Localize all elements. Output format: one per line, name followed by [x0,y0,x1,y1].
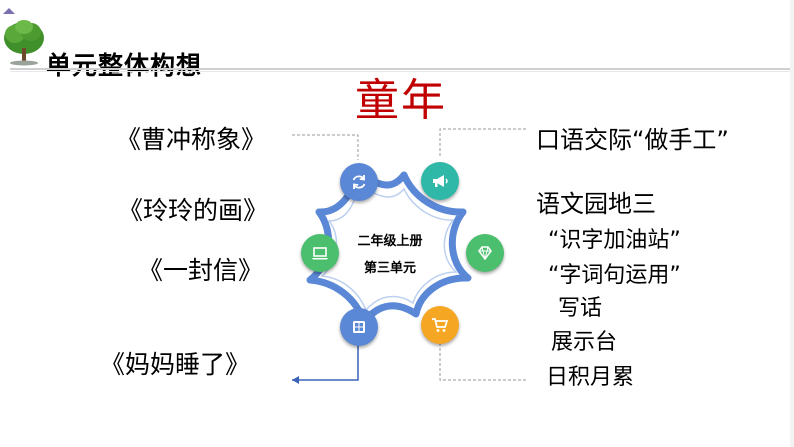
header-divider [10,68,790,70]
book-circle [340,308,378,346]
lesson-ling-ling: 《玲玲的画》 [118,196,269,225]
laptop-circle [301,234,339,272]
lesson-cao-chong: 《曹冲称象》 [116,125,267,154]
lesson-mother-slept: 《妈妈睡了》 [100,350,251,379]
book-icon [353,321,365,333]
refresh-icon [352,175,366,189]
center-label-grade: 二年级上册 [357,234,423,249]
cart-icon [432,318,449,332]
megaphone-icon [433,175,448,187]
page-title: 单元整体构想 [46,51,203,80]
megaphone-circle [421,162,459,200]
slide-edge [790,0,794,447]
oral-communication-label: 口语交际“做手工” [536,126,729,154]
garden-item-writing: 写话 [558,296,603,321]
diamond-icon [478,246,492,261]
header-divider-shadow [10,71,790,72]
cart-circle [421,306,459,344]
refresh-circle [340,163,378,201]
chinese-garden-title: 语文园地三 [536,190,656,218]
lesson-letter: 《一封信》 [138,256,264,285]
garden-item-accumulation: 日积月累 [546,365,635,390]
garden-item-literacy: “识字加油站” [548,228,681,253]
garden-item-words: “字词句运用” [548,263,681,288]
purple-mark-icon [3,8,15,14]
unit-theme-title: 童年 [355,75,447,126]
garden-item-showcase: 展示台 [551,330,618,355]
tree-icon [4,20,44,66]
diamond-circle [466,234,504,272]
laptop-icon [312,247,328,260]
center-label-unit: 第三单元 [363,261,416,276]
